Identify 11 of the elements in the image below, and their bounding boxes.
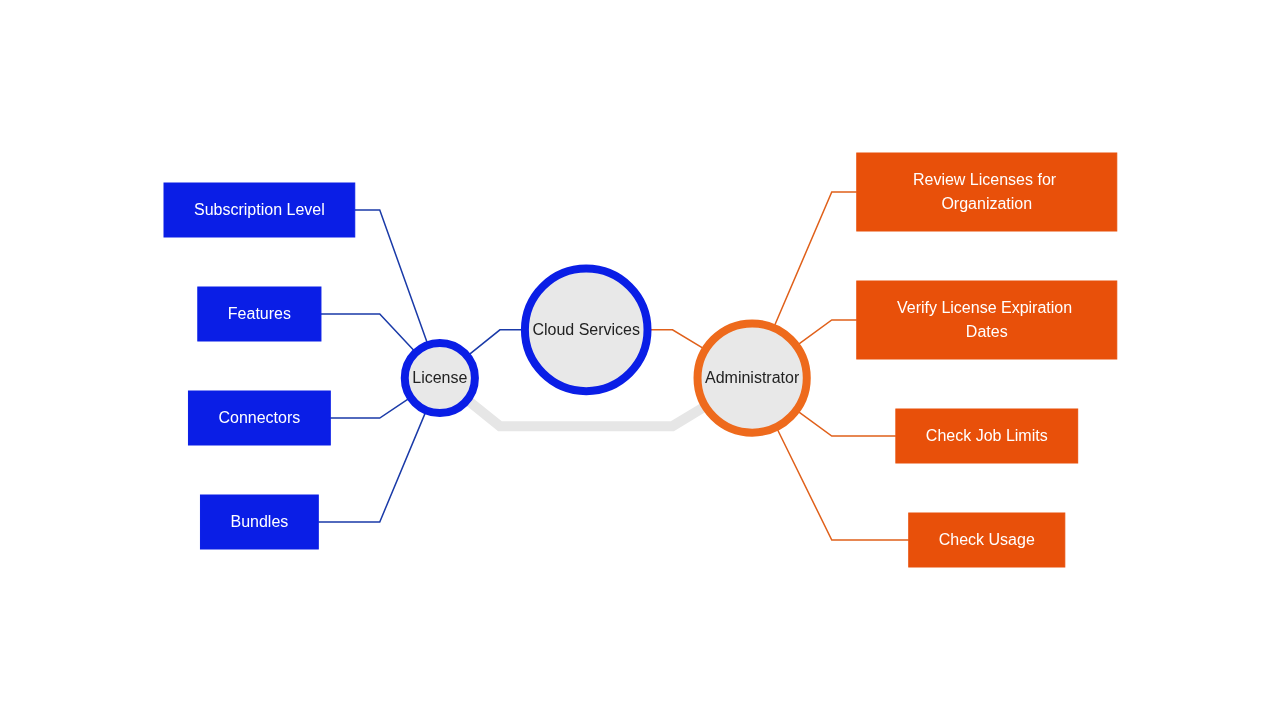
node-circle: License: [400, 338, 479, 418]
node-box: Verify License Expiration Dates: [855, 280, 1117, 360]
node-box: Check Usage: [907, 512, 1065, 568]
node-circle: Cloud Services: [520, 264, 652, 396]
node-box: Features: [196, 286, 322, 342]
node-box: Connectors: [187, 390, 331, 446]
node-box: Check Job Limits: [894, 408, 1078, 464]
node-box: Bundles: [199, 494, 319, 550]
node-box: Subscription Level: [163, 182, 355, 238]
node-box: Review Licenses for Organization: [855, 152, 1117, 232]
node-circle: Administrator: [693, 319, 811, 437]
